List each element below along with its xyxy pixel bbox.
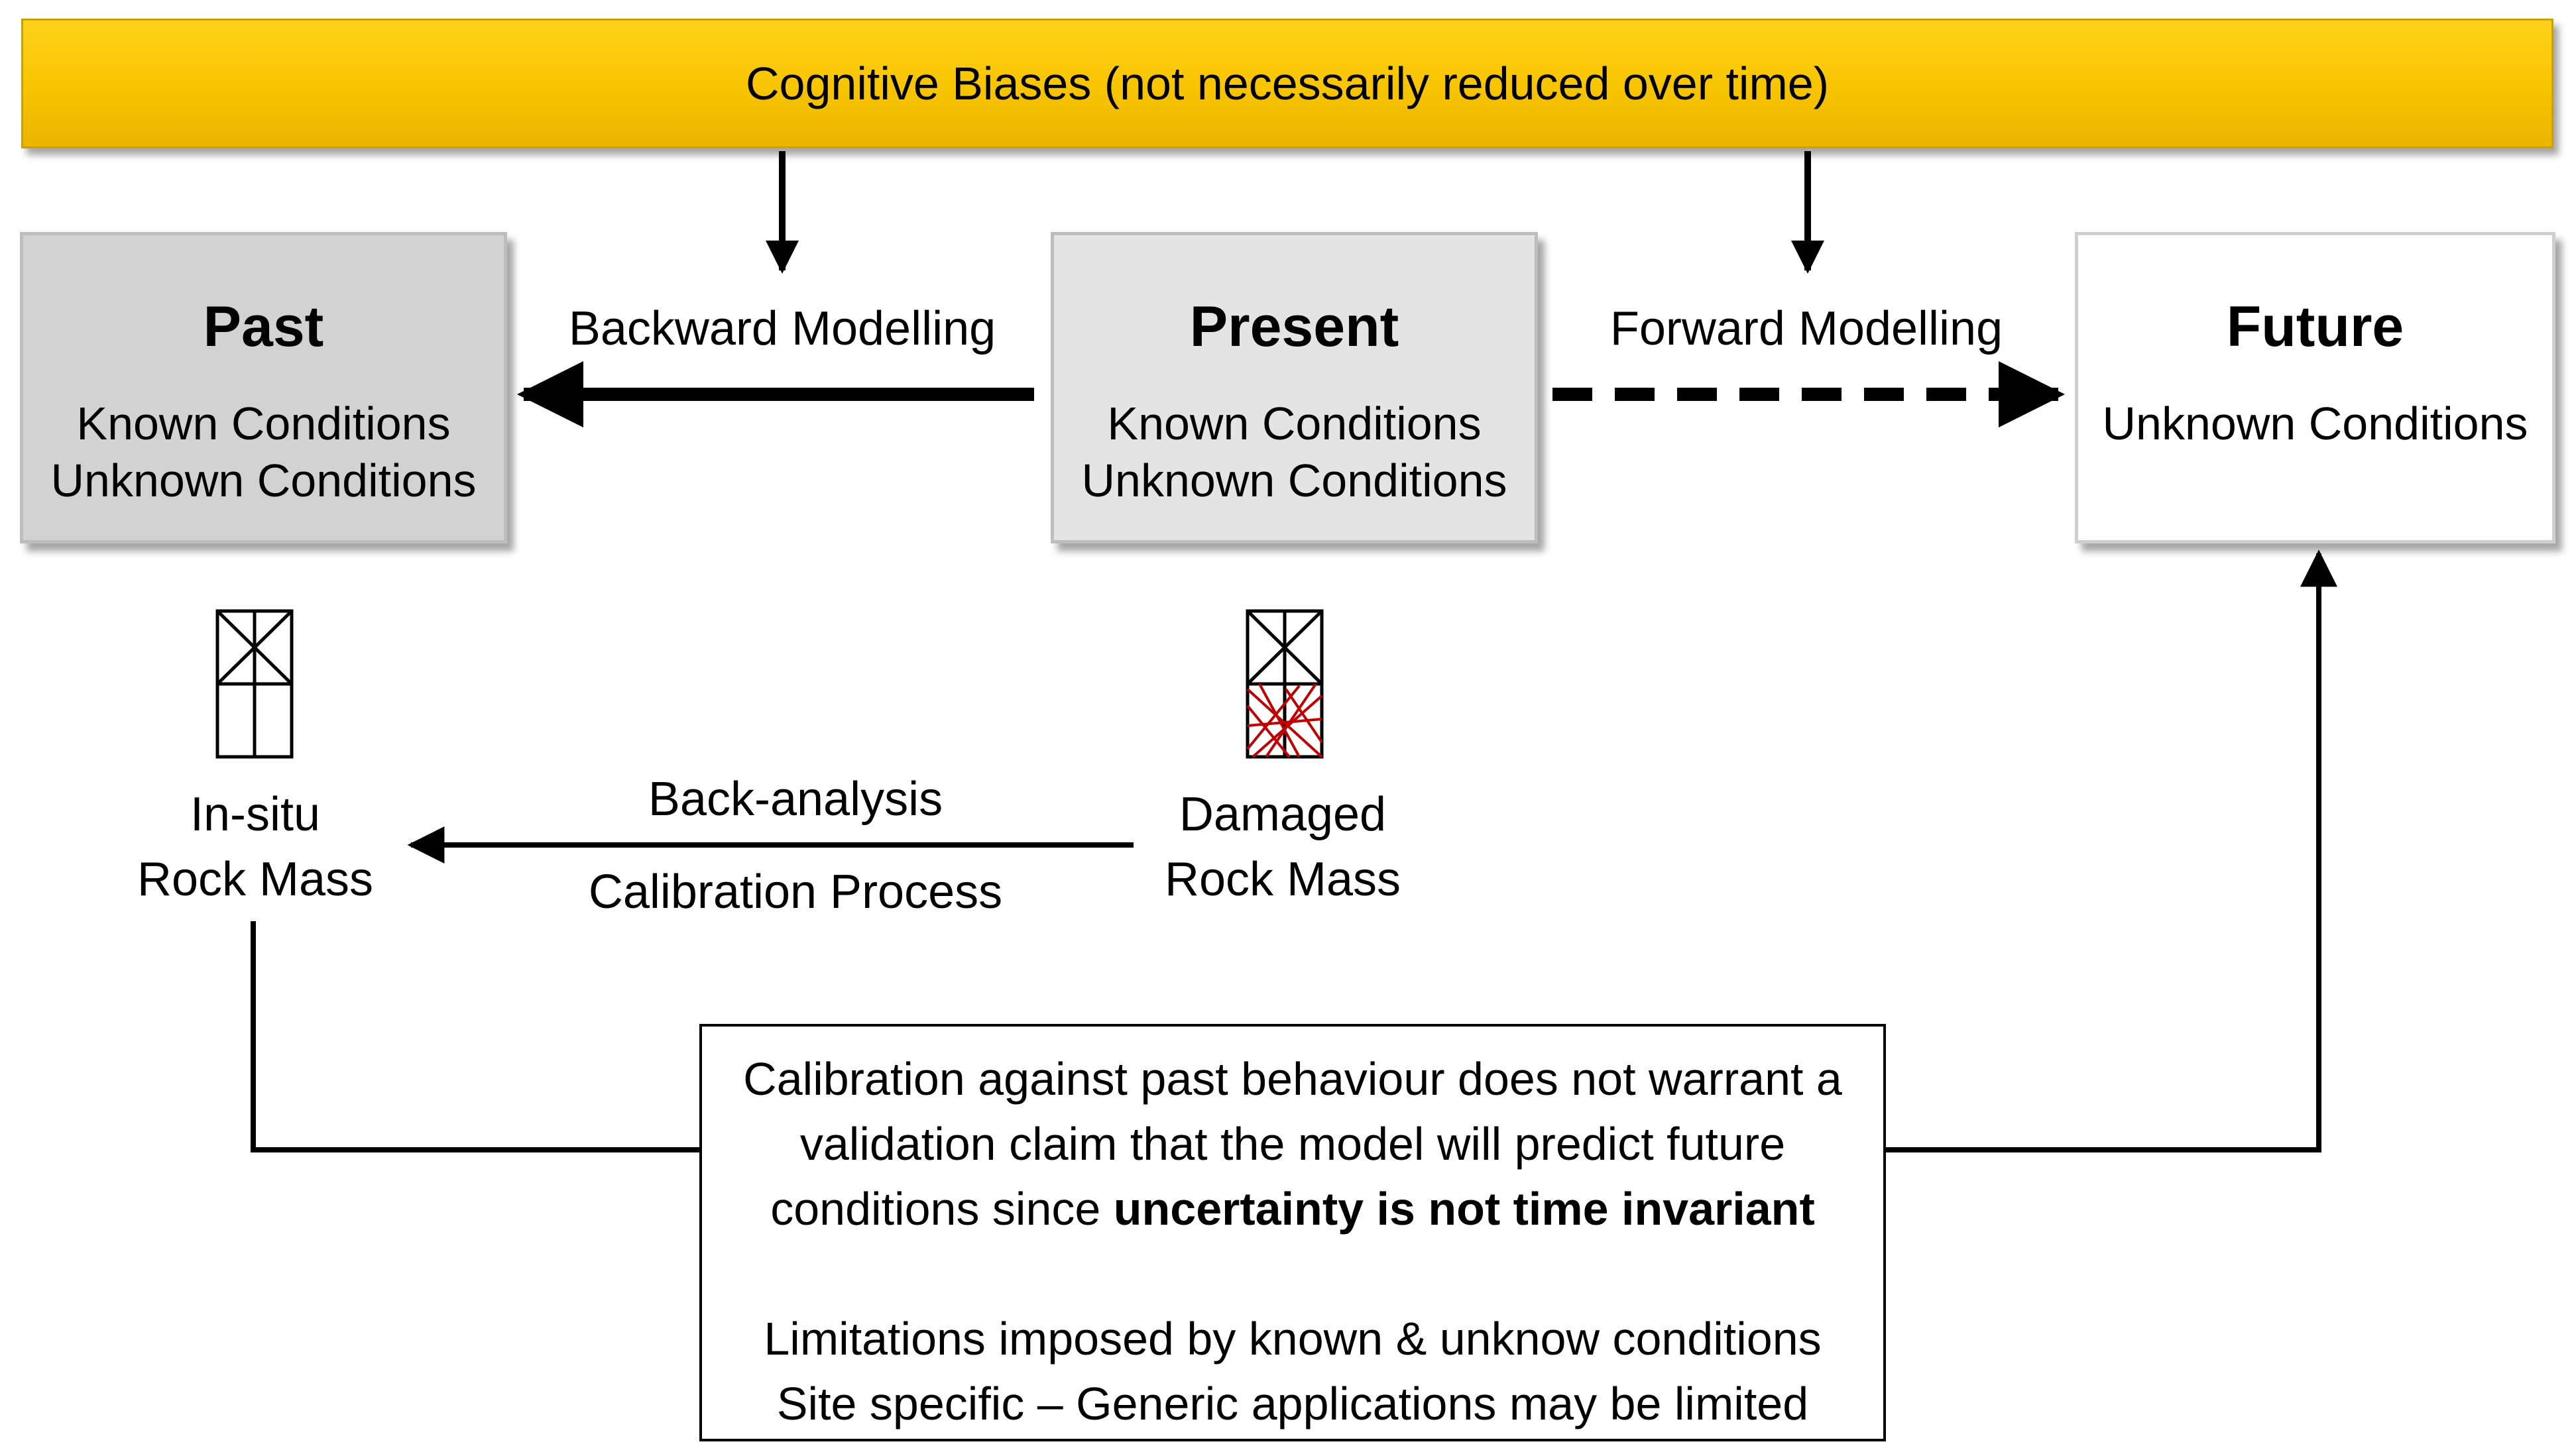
insitu-rock-mass-icon <box>215 609 294 759</box>
past-known-conditions: Known Conditions <box>76 398 451 449</box>
future-title: Future <box>2226 295 2404 359</box>
back-analysis-label: Back-analysis <box>648 773 943 826</box>
damaged-line2: Rock Mass <box>1164 853 1401 906</box>
insitu-to-note-line <box>251 921 699 1152</box>
calibration-process-label: Calibration Process <box>588 866 1003 919</box>
cognitive-biases-banner: Cognitive Biases (not necessarily reduce… <box>21 19 2553 148</box>
note-line2: validation claim that the model will pre… <box>799 1118 1786 1170</box>
present-title: Present <box>1189 295 1399 359</box>
insitu-rock-mass-label: In-situ Rock Mass <box>106 782 404 912</box>
note-line4: Limitations imposed by known & unknow co… <box>764 1313 1822 1365</box>
note-line3-bold: uncertainty is not time invariant <box>1113 1183 1815 1235</box>
forward-modelling-label: Forward Modelling <box>1609 302 2003 355</box>
calibration-note-box: Calibration against past behaviour does … <box>699 1024 1886 1441</box>
backward-modelling-label: Backward Modelling <box>568 302 996 355</box>
present-known-conditions: Known Conditions <box>1107 398 1482 449</box>
damaged-line1: Damaged <box>1179 788 1387 841</box>
past-title: Past <box>203 295 324 359</box>
note-line1: Calibration against past behaviour does … <box>743 1053 1842 1105</box>
banner-text: Cognitive Biases (not necessarily reduce… <box>745 58 1830 109</box>
past-node: Past Known Conditions Unknown Conditions <box>20 232 507 543</box>
future-node: Future Unknown Conditions <box>2075 232 2555 543</box>
damaged-rock-mass-icon <box>1246 609 1324 759</box>
note-to-future-line <box>1886 549 2337 1152</box>
present-unknown-conditions: Unknown Conditions <box>1081 455 1507 506</box>
note-line3-plain: conditions since <box>770 1183 1114 1235</box>
present-node: Present Known Conditions Unknown Conditi… <box>1051 232 1538 543</box>
note-line5: Site specific – Generic applications may… <box>776 1378 1809 1429</box>
damaged-rock-mass-label: Damaged Rock Mass <box>1134 782 1432 912</box>
note-line3: conditions since uncertainty is not time… <box>702 1176 1883 1241</box>
future-unknown-conditions: Unknown Conditions <box>2102 398 2528 449</box>
past-unknown-conditions: Unknown Conditions <box>50 455 477 506</box>
insitu-line1: In-situ <box>190 788 321 841</box>
insitu-line2: Rock Mass <box>137 853 374 906</box>
